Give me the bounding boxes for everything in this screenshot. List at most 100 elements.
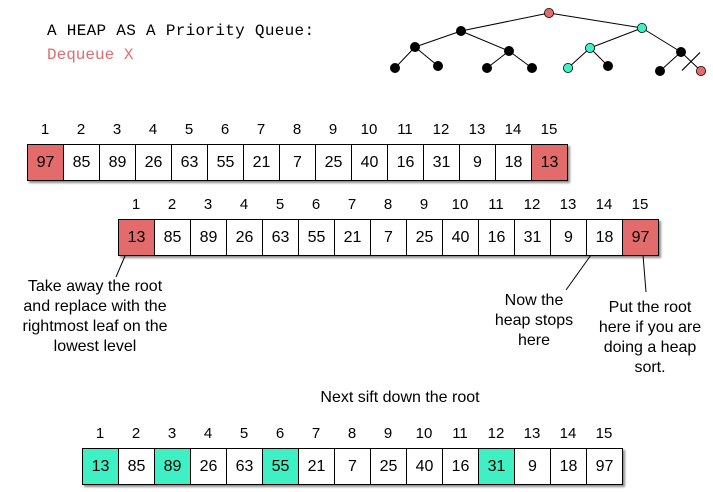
note-heap-stops: Now the heap stops here bbox=[494, 292, 574, 349]
index-label: 2 bbox=[76, 121, 86, 138]
index-label: 7 bbox=[347, 196, 357, 213]
index-label: 4 bbox=[148, 121, 158, 138]
array-cell: 13 bbox=[532, 145, 567, 180]
note-sift-down: Next sift down the root bbox=[320, 389, 480, 406]
index-label: 6 bbox=[275, 425, 285, 442]
index-label: 3 bbox=[203, 196, 213, 213]
index-label: 10 bbox=[451, 196, 469, 213]
array-cell: 26 bbox=[136, 145, 172, 180]
array-cell: 40 bbox=[407, 449, 443, 484]
array-cell: 18 bbox=[587, 220, 623, 255]
index-label: 7 bbox=[311, 425, 321, 442]
index-label: 14 bbox=[504, 121, 522, 138]
index-label: 3 bbox=[167, 425, 177, 442]
index-label: 9 bbox=[328, 121, 338, 138]
index-label: 5 bbox=[239, 425, 249, 442]
page-title: A HEAP AS A Priority Queue: bbox=[47, 22, 315, 40]
array-cell: 31 bbox=[515, 220, 551, 255]
tree-node bbox=[696, 66, 707, 77]
index-label: 11 bbox=[397, 121, 413, 138]
array-cell: 89 bbox=[155, 449, 191, 484]
array-cell: 55 bbox=[208, 145, 244, 180]
array-cell: 63 bbox=[263, 220, 299, 255]
index-label: 11 bbox=[452, 425, 468, 442]
index-label: 1 bbox=[131, 196, 141, 213]
array-cell: 63 bbox=[227, 449, 263, 484]
index-label: 10 bbox=[415, 425, 433, 442]
index-label: 2 bbox=[167, 196, 177, 213]
array-cell: 40 bbox=[352, 145, 388, 180]
pointer-line-put-root bbox=[642, 254, 647, 293]
array-cell: 13 bbox=[83, 449, 119, 484]
tree-node bbox=[481, 63, 492, 74]
index-label: 15 bbox=[540, 121, 558, 138]
tree-node bbox=[409, 42, 420, 53]
index-label: 13 bbox=[523, 425, 541, 442]
array-cell: 40 bbox=[443, 220, 479, 255]
tree-node bbox=[676, 47, 687, 58]
tree-node bbox=[563, 63, 574, 74]
index-label: 9 bbox=[383, 425, 393, 442]
array-cell: 7 bbox=[371, 220, 407, 255]
index-label: 1 bbox=[95, 425, 105, 442]
tree-edge bbox=[641, 27, 682, 53]
index-label: 6 bbox=[311, 196, 321, 213]
array-cell: 7 bbox=[335, 449, 371, 484]
array-cell: 13 bbox=[119, 220, 155, 255]
tree-edge bbox=[460, 12, 550, 32]
tree-node bbox=[455, 25, 466, 36]
tree-edge bbox=[548, 12, 643, 29]
index-label: 1 bbox=[40, 121, 50, 138]
array-cell: 16 bbox=[443, 449, 479, 484]
array-cell: 16 bbox=[479, 220, 515, 255]
array-cell: 9 bbox=[515, 449, 551, 484]
heap-tree-diagram bbox=[389, 7, 707, 77]
array-cell: 85 bbox=[155, 220, 191, 255]
index-label: 11 bbox=[488, 196, 504, 213]
note-put-root: Put the root here if you are doing a hea… bbox=[598, 299, 702, 376]
array-cell: 31 bbox=[479, 449, 515, 484]
index-label: 12 bbox=[487, 425, 505, 442]
index-label: 8 bbox=[292, 121, 302, 138]
index-label: 15 bbox=[631, 196, 649, 213]
array-cell: 9 bbox=[460, 145, 496, 180]
array-cell: 9 bbox=[551, 220, 587, 255]
array-cell: 85 bbox=[119, 449, 155, 484]
array-cell: 21 bbox=[244, 145, 280, 180]
tree-edge bbox=[589, 27, 643, 49]
array-cell: 21 bbox=[299, 449, 335, 484]
array-cell: 25 bbox=[316, 145, 352, 180]
index-label: 10 bbox=[360, 121, 378, 138]
index-label: 14 bbox=[559, 425, 577, 442]
index-label: 13 bbox=[559, 196, 577, 213]
pointer-line-root bbox=[115, 255, 126, 278]
array-cell: 63 bbox=[172, 145, 208, 180]
array-cell: 16 bbox=[388, 145, 424, 180]
array-cell: 55 bbox=[299, 220, 335, 255]
array-cell: 26 bbox=[227, 220, 263, 255]
tree-node bbox=[432, 61, 443, 72]
tree-node bbox=[655, 66, 666, 77]
tree-edge bbox=[414, 30, 462, 48]
array-cell: 7 bbox=[280, 145, 316, 180]
index-label: 8 bbox=[347, 425, 357, 442]
tree-node bbox=[585, 43, 596, 54]
index-label: 5 bbox=[275, 196, 285, 213]
array-cell: 18 bbox=[496, 145, 532, 180]
index-label: 13 bbox=[468, 121, 486, 138]
tree-node bbox=[603, 61, 614, 72]
pointer-line-stops bbox=[565, 254, 592, 291]
index-label: 14 bbox=[595, 196, 613, 213]
index-label: 5 bbox=[184, 121, 194, 138]
array-cell: 25 bbox=[407, 220, 443, 255]
array-cell: 97 bbox=[595, 458, 614, 475]
array-cell: 85 bbox=[64, 145, 100, 180]
index-label: 12 bbox=[432, 121, 450, 138]
cut-mark bbox=[681, 52, 701, 71]
array-cell: 26 bbox=[191, 449, 227, 484]
page-subtitle: Dequeue X bbox=[47, 46, 134, 64]
index-label: 6 bbox=[220, 121, 230, 138]
